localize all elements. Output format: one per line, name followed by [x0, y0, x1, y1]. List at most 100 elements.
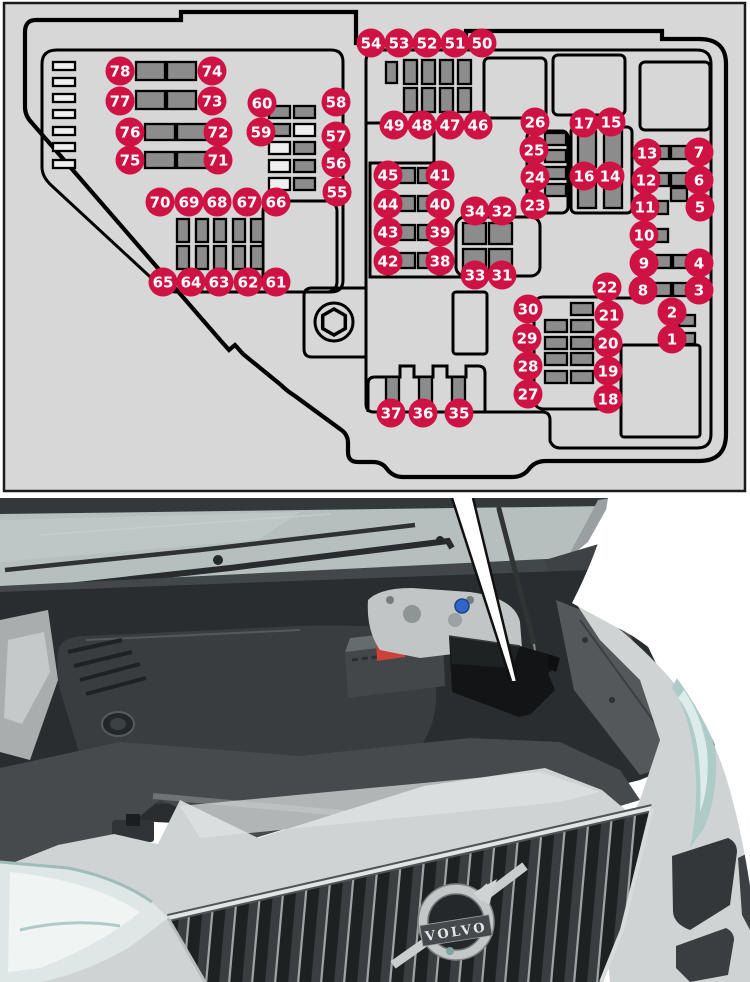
fuse-marker-30: 30 — [513, 294, 543, 324]
fuse — [569, 301, 595, 317]
svg-text:51: 51 — [445, 34, 466, 52]
fuse-marker-74: 74 — [197, 56, 227, 86]
fuse-marker-16: 16 — [569, 161, 599, 191]
fuse-marker-77: 77 — [105, 86, 135, 116]
fuse — [134, 89, 167, 111]
fuse — [569, 351, 595, 367]
fuse — [175, 217, 191, 244]
fuse — [292, 158, 317, 174]
fuse-marker-36: 36 — [408, 398, 438, 428]
fuse-marker-4: 4 — [684, 248, 714, 278]
svg-text:4: 4 — [694, 254, 704, 272]
svg-text:73: 73 — [202, 92, 223, 110]
fuse — [175, 150, 209, 170]
svg-text:18: 18 — [598, 390, 619, 408]
fuse — [292, 140, 317, 156]
fuse — [669, 186, 689, 203]
fuse — [292, 104, 317, 120]
fuse-marker-65: 65 — [148, 267, 178, 297]
fuse-marker-42: 42 — [373, 246, 403, 276]
empty-fuse-slot — [51, 92, 77, 104]
fuse-marker-2: 2 — [657, 297, 687, 327]
svg-text:37: 37 — [381, 404, 402, 422]
svg-text:25: 25 — [524, 141, 545, 159]
svg-text:69: 69 — [179, 193, 200, 211]
open-hood-background — [572, 498, 750, 886]
fuse-marker-64: 64 — [176, 267, 206, 297]
svg-text:30: 30 — [518, 300, 539, 318]
iron-mark-arrow — [473, 879, 497, 905]
svg-text:59: 59 — [251, 123, 272, 141]
fuse — [249, 217, 265, 244]
svg-text:5: 5 — [695, 198, 705, 216]
fuse-marker-17: 17 — [569, 108, 599, 138]
grille-chrome-frame — [167, 806, 653, 920]
fuse-marker-14: 14 — [595, 161, 625, 191]
svg-text:48: 48 — [412, 116, 433, 134]
fuse — [402, 58, 419, 86]
svg-text:8: 8 — [638, 281, 648, 299]
svg-text:68: 68 — [207, 193, 228, 211]
fuse-marker-40: 40 — [425, 189, 455, 219]
fuse — [543, 369, 569, 385]
svg-text:42: 42 — [378, 252, 399, 270]
fuse-marker-45: 45 — [373, 160, 403, 190]
pointer-lines — [450, 498, 519, 682]
fuse-marker-31: 31 — [487, 260, 517, 290]
fuse-marker-19: 19 — [593, 356, 623, 386]
svg-text:66: 66 — [266, 193, 287, 211]
svg-text:67: 67 — [237, 193, 258, 211]
svg-text:26: 26 — [525, 113, 546, 131]
fuse-marker-13: 13 — [632, 138, 662, 168]
svg-text:49: 49 — [384, 116, 405, 134]
fuse — [569, 318, 595, 334]
fuse-marker-18: 18 — [593, 384, 623, 414]
fuse — [249, 244, 265, 271]
fuse-marker-78: 78 — [105, 56, 135, 86]
svg-text:28: 28 — [518, 357, 539, 375]
svg-text:78: 78 — [110, 62, 131, 80]
fuse — [420, 86, 437, 114]
fuse-marker-76: 76 — [115, 117, 145, 147]
svg-text:19: 19 — [598, 362, 619, 380]
fuse — [543, 182, 568, 198]
svg-text:61: 61 — [266, 273, 287, 291]
fuse — [231, 217, 247, 244]
svg-text:54: 54 — [361, 34, 382, 52]
svg-text:22: 22 — [597, 278, 618, 296]
svg-text:13: 13 — [637, 144, 658, 162]
svg-text:17: 17 — [574, 114, 595, 132]
svg-text:31: 31 — [492, 266, 513, 284]
fuse-marker-47: 47 — [435, 110, 465, 140]
svg-text:3: 3 — [694, 281, 704, 299]
fuse-marker-12: 12 — [631, 165, 661, 195]
svg-text:34: 34 — [465, 202, 486, 220]
fuse-marker-56: 56 — [321, 148, 351, 178]
fuse — [175, 122, 209, 142]
svg-text:24: 24 — [525, 168, 546, 186]
fuse-marker-10: 10 — [629, 220, 659, 250]
svg-text:55: 55 — [327, 183, 348, 201]
svg-text:39: 39 — [430, 223, 451, 241]
fusebox-outer-outline — [22, 9, 729, 480]
fuse-marker-39: 39 — [425, 217, 455, 247]
fuse-marker-63: 63 — [204, 267, 234, 297]
empty-fuse-slot — [267, 140, 292, 156]
fuse-marker-61: 61 — [261, 267, 291, 297]
svg-text:21: 21 — [599, 306, 620, 324]
mounting-bolt — [302, 286, 366, 359]
svg-text:38: 38 — [430, 252, 451, 270]
svg-text:52: 52 — [417, 34, 438, 52]
fuse-marker-33: 33 — [460, 260, 490, 290]
fuse-marker-23: 23 — [520, 190, 550, 220]
fuse-marker-68: 68 — [202, 187, 232, 217]
svg-text:7: 7 — [694, 143, 704, 161]
empty-fuse-slot — [51, 141, 77, 153]
fuse — [456, 86, 473, 114]
fuse-marker-58: 58 — [321, 87, 351, 117]
fuse — [194, 217, 210, 244]
fuse — [543, 335, 569, 351]
fuse — [212, 217, 228, 244]
svg-text:20: 20 — [598, 334, 619, 352]
